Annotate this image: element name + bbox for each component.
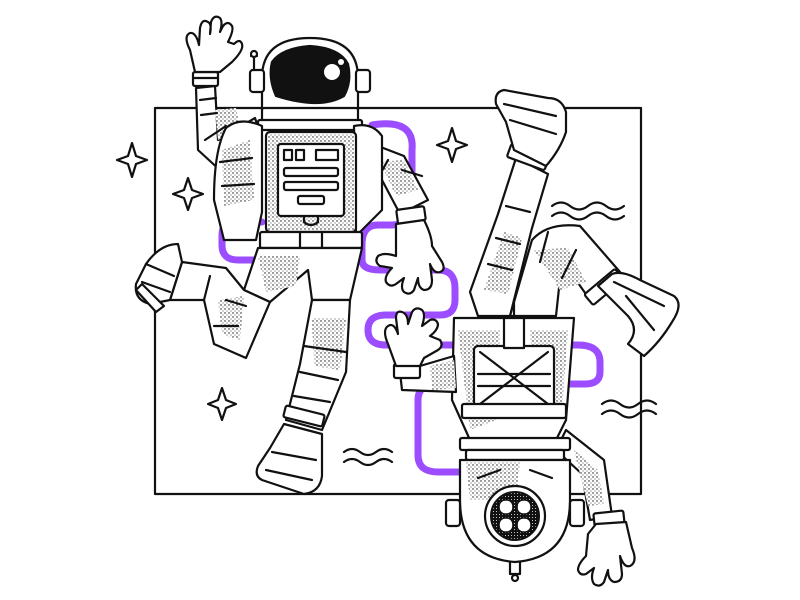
astronaut-upright (134, 15, 445, 496)
astronaut-inverted (383, 88, 680, 587)
wave-lines-icon (550, 201, 626, 221)
sparkle-star-icon (435, 126, 469, 164)
wave-lines-icon (342, 447, 394, 467)
sparkle-star-icon (171, 176, 205, 212)
sparkle-star-icon (115, 141, 149, 179)
wave-lines-icon (600, 399, 658, 419)
sparkle-star-icon (206, 386, 238, 422)
